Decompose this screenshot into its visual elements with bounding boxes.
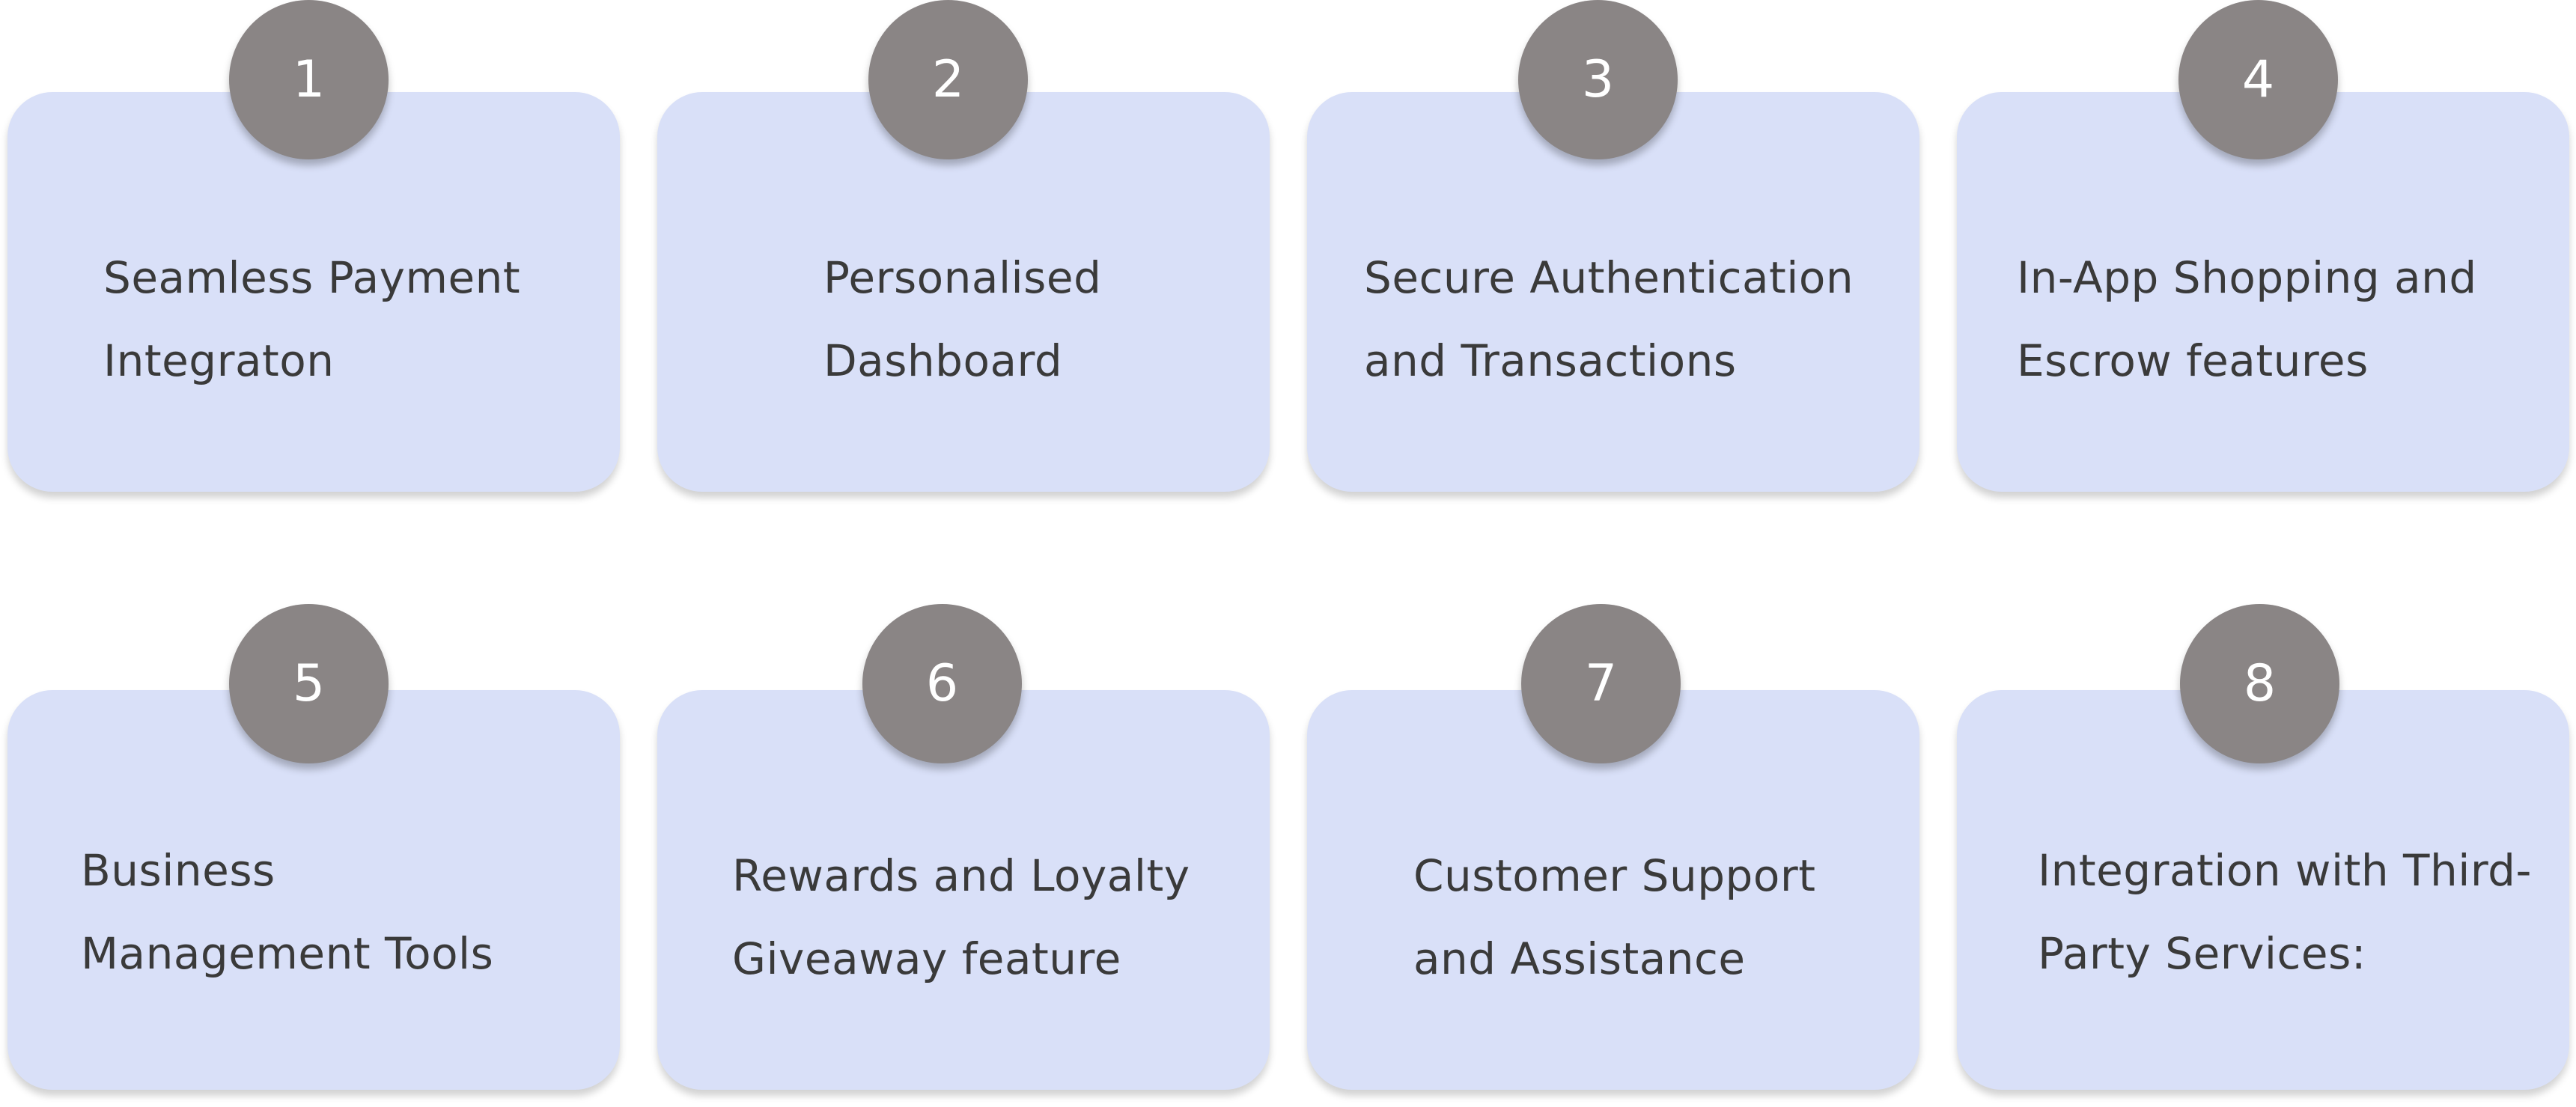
feature-label-3: Secure Authentication and Transactions xyxy=(1364,237,1854,403)
feature-label-6: Rewards and Loyalty Giveaway feature xyxy=(732,835,1190,1001)
feature-label-line: Integraton xyxy=(103,335,335,386)
feature-label-line: Business xyxy=(81,845,275,896)
feature-label-line: Rewards and Loyalty xyxy=(732,850,1190,901)
feature-label-line: Customer Support xyxy=(1413,850,1816,901)
feature-label-7: Customer Support and Assistance xyxy=(1413,835,1815,1001)
feature-label-1: Seamless Payment Integraton xyxy=(103,237,520,403)
feature-label-5: Business Management Tools xyxy=(81,829,493,995)
number-badge-2: 2 xyxy=(868,0,1028,159)
number-badge-1: 1 xyxy=(229,0,389,159)
feature-label-line: Giveaway feature xyxy=(732,933,1121,984)
feature-label-2: Personalised Dashboard xyxy=(823,237,1101,403)
feature-card-2 xyxy=(657,92,1270,492)
number-badge-4: 4 xyxy=(2178,0,2338,159)
feature-label-line: Seamless Payment xyxy=(103,252,521,303)
number-badge-5: 5 xyxy=(229,604,389,763)
number-badge-6: 6 xyxy=(862,604,1022,763)
feature-label-line: Escrow features xyxy=(2017,335,2369,386)
feature-label-line: Management Tools xyxy=(81,928,494,979)
feature-label-4: In-App Shopping and Escrow features xyxy=(2017,237,2477,403)
number-badge-7: 7 xyxy=(1521,604,1681,763)
feature-label-line: Secure Authentication xyxy=(1364,252,1854,303)
number-badge-8: 8 xyxy=(2180,604,2339,763)
number-badge-3: 3 xyxy=(1518,0,1678,159)
feature-card-3 xyxy=(1307,92,1919,492)
feature-label-line: Integration with Third- xyxy=(2038,845,2532,896)
feature-label-line: and Assistance xyxy=(1413,933,1746,984)
feature-label-line: Personalised xyxy=(823,252,1102,303)
feature-label-line: Dashboard xyxy=(823,335,1063,386)
feature-label-line: Party Services: xyxy=(2038,928,2366,979)
feature-label-line: and Transactions xyxy=(1364,335,1737,386)
feature-label-line: In-App Shopping and xyxy=(2017,252,2477,303)
feature-label-8: Integration with Third- Party Services: xyxy=(2038,829,2532,995)
